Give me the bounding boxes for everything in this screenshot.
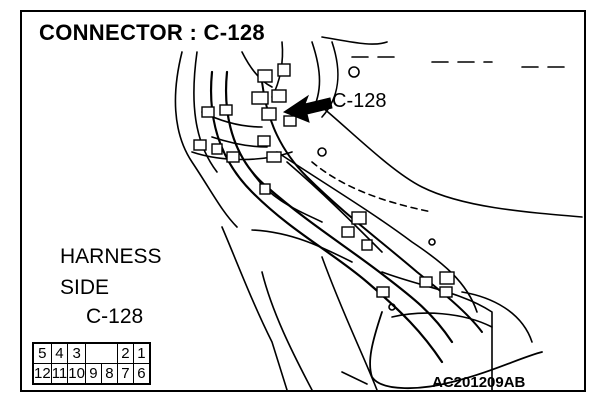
harness-side-connector-id: C-128: [86, 305, 144, 328]
pin-cell: 6: [132, 363, 151, 385]
connector-pinout-table: 5 4 3 2 1 12 11 10 9 8 7 6: [32, 342, 151, 385]
pin-cell: 5: [32, 342, 52, 364]
pin-cell-empty: [85, 342, 102, 364]
pin-cell: 11: [50, 363, 69, 385]
pin-cell: 9: [84, 363, 102, 385]
pin-cell: 3: [67, 342, 86, 364]
pin-cell: 10: [67, 363, 86, 385]
diagram-frame: CONNECTOR : C-128 C-128 HARNESS SIDE C-1…: [20, 10, 586, 392]
pin-cell: 1: [132, 342, 151, 364]
pin-cell: 4: [50, 342, 69, 364]
pin-cell: 7: [116, 363, 134, 385]
pinout-bottom-row: 12 11 10 9 8 7 6: [32, 363, 151, 385]
pinout-top-row: 5 4 3 2 1: [32, 342, 151, 364]
connector-title: CONNECTOR : C-128: [36, 20, 268, 46]
pin-cell: 2: [116, 342, 134, 364]
pin-cell-empty: [101, 342, 118, 364]
connector-callout-label: C-128: [332, 90, 387, 112]
pin-cell: 12: [32, 363, 52, 385]
figure-reference-code: AC201209AB: [432, 374, 526, 391]
callout-arrow-icon: [282, 94, 333, 123]
harness-side-label-line1: HARNESS: [60, 245, 162, 268]
harness-side-label-line2: SIDE: [60, 276, 110, 299]
pin-cell: 8: [100, 363, 118, 385]
wiring-harness-illustration: [174, 36, 583, 390]
